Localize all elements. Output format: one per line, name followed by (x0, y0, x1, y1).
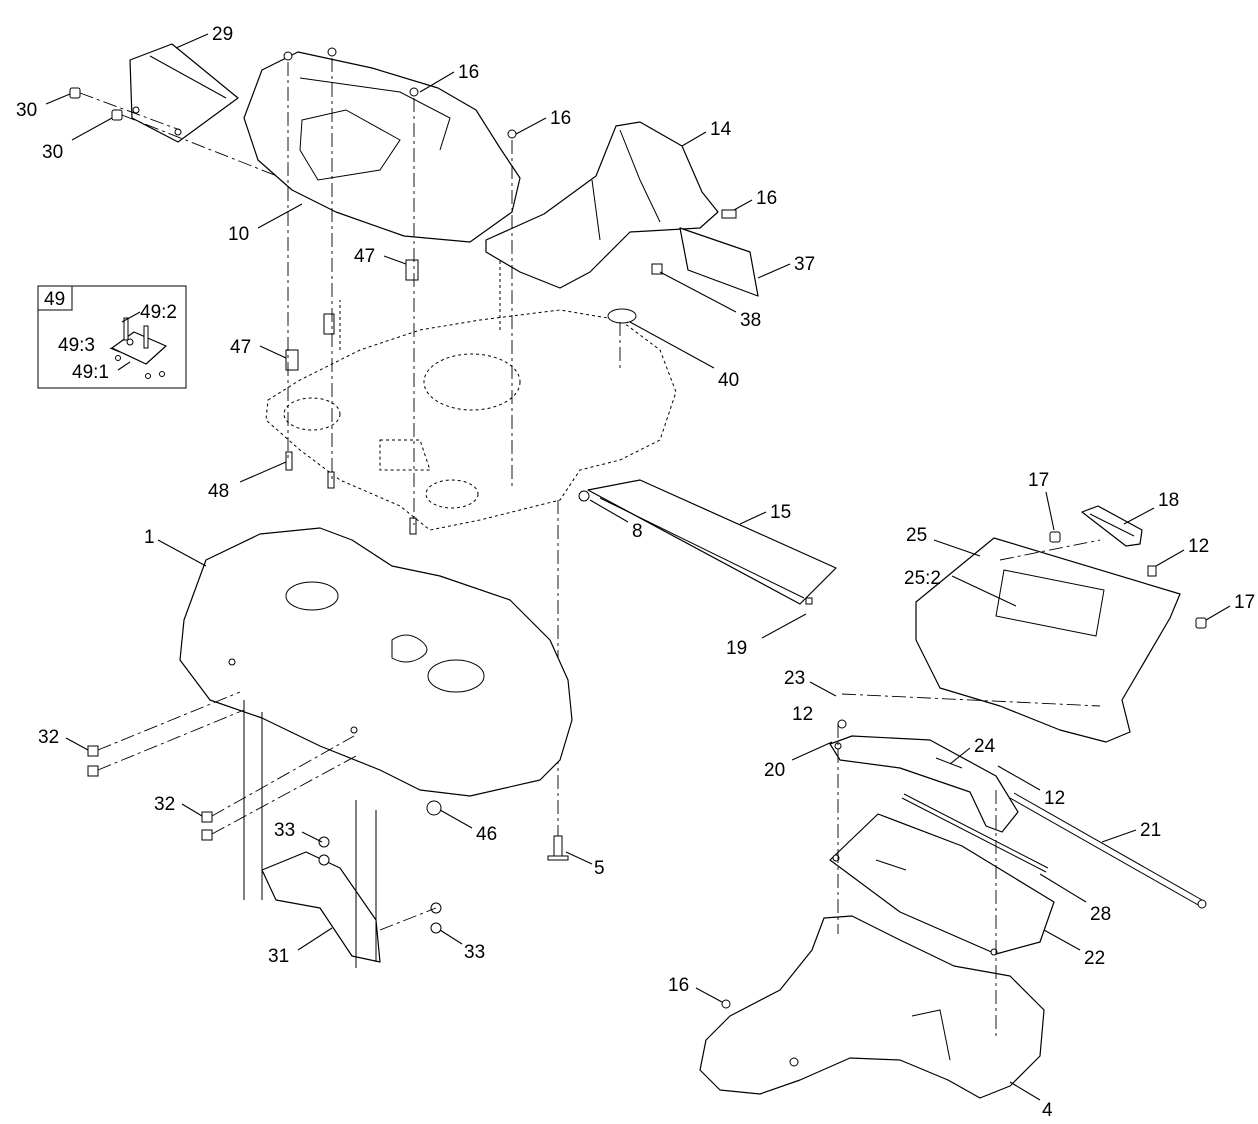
callout-12-a: 12 (1188, 536, 1209, 557)
callout-38: 38 (740, 310, 761, 331)
part-10-upper-cover (243, 47, 521, 243)
inset-label-49-2: 49:2 (140, 302, 177, 323)
part-28-rod (901, 793, 1049, 873)
callout-16-a: 16 (458, 62, 479, 83)
callout-23: 23 (784, 668, 805, 689)
callout-30-b: 30 (42, 142, 63, 163)
part-18-handle (1081, 505, 1143, 547)
callout-33-b: 33 (464, 942, 485, 963)
part-4-shroud (699, 915, 1045, 1099)
part-32-nuts (87, 691, 357, 841)
callout-12-b: 12 (792, 704, 813, 725)
callout-47-a: 47 (354, 246, 375, 267)
part-29-plate (129, 43, 239, 143)
inset-label-49-3: 49:3 (58, 335, 95, 356)
callout-1: 1 (144, 527, 155, 548)
part-1-deck (179, 527, 573, 816)
callout-25: 25 (906, 525, 927, 546)
callout-16-c: 16 (756, 188, 777, 209)
callout-29: 29 (212, 24, 233, 45)
callout-8: 8 (632, 521, 643, 542)
callout-22: 22 (1084, 948, 1105, 969)
part-20-lever (829, 719, 1019, 833)
callout-15: 15 (770, 502, 791, 523)
part-22-plate (829, 813, 1055, 956)
callout-24: 24 (974, 736, 996, 757)
callout-16-b: 16 (550, 108, 571, 129)
part-5-bolt (547, 835, 569, 861)
part-21-rod (1009, 792, 1207, 909)
part-31-bracket (243, 700, 381, 968)
callout-19: 19 (726, 638, 747, 659)
part-30-nuts (69, 87, 301, 186)
callout-labels: 29 30 30 16 16 10 14 16 37 38 40 47 47 (16, 24, 1255, 1121)
callout-14: 14 (710, 119, 732, 140)
callout-17-b: 17 (1234, 592, 1255, 613)
part-40-cap (607, 308, 637, 324)
part-25-panel (915, 531, 1207, 743)
callout-21: 21 (1140, 820, 1161, 841)
part-37-plate (679, 227, 759, 297)
assembly-lines (287, 58, 621, 840)
part-33-bolts (318, 836, 442, 934)
part-15-channel (578, 479, 837, 605)
callout-32-a: 32 (38, 727, 59, 748)
callout-30-a: 30 (16, 100, 37, 121)
callout-10: 10 (228, 224, 249, 245)
part-48-bolts (285, 451, 417, 535)
callout-31: 31 (268, 946, 289, 967)
inset-49: 49 49:2 49:3 49:1 (37, 285, 187, 389)
callout-47-b: 47 (230, 337, 251, 358)
callout-17-a: 17 (1028, 470, 1049, 491)
part-38-clip (651, 263, 663, 275)
part-47-spacers (285, 259, 419, 371)
callout-18: 18 (1158, 490, 1179, 511)
callout-4: 4 (1042, 1100, 1053, 1121)
callout-32-b: 32 (154, 794, 175, 815)
inset-49-title: 49 (44, 289, 65, 310)
chassis-frame-ghost (265, 260, 677, 531)
part-14-chute (485, 121, 737, 289)
inset-label-49-1: 49:1 (72, 362, 109, 383)
callout-25-2: 25:2 (904, 568, 941, 589)
callout-28: 28 (1090, 904, 1111, 925)
callout-33-a: 33 (274, 820, 295, 841)
callout-48: 48 (208, 481, 229, 502)
callout-40: 40 (718, 370, 739, 391)
callout-20: 20 (764, 760, 785, 781)
callout-12-c: 12 (1044, 788, 1065, 809)
callout-37: 37 (794, 254, 815, 275)
callout-16-d: 16 (668, 975, 689, 996)
assembly-lines-right (837, 539, 1101, 1040)
callout-46: 46 (476, 824, 497, 845)
callout-5: 5 (594, 858, 605, 879)
